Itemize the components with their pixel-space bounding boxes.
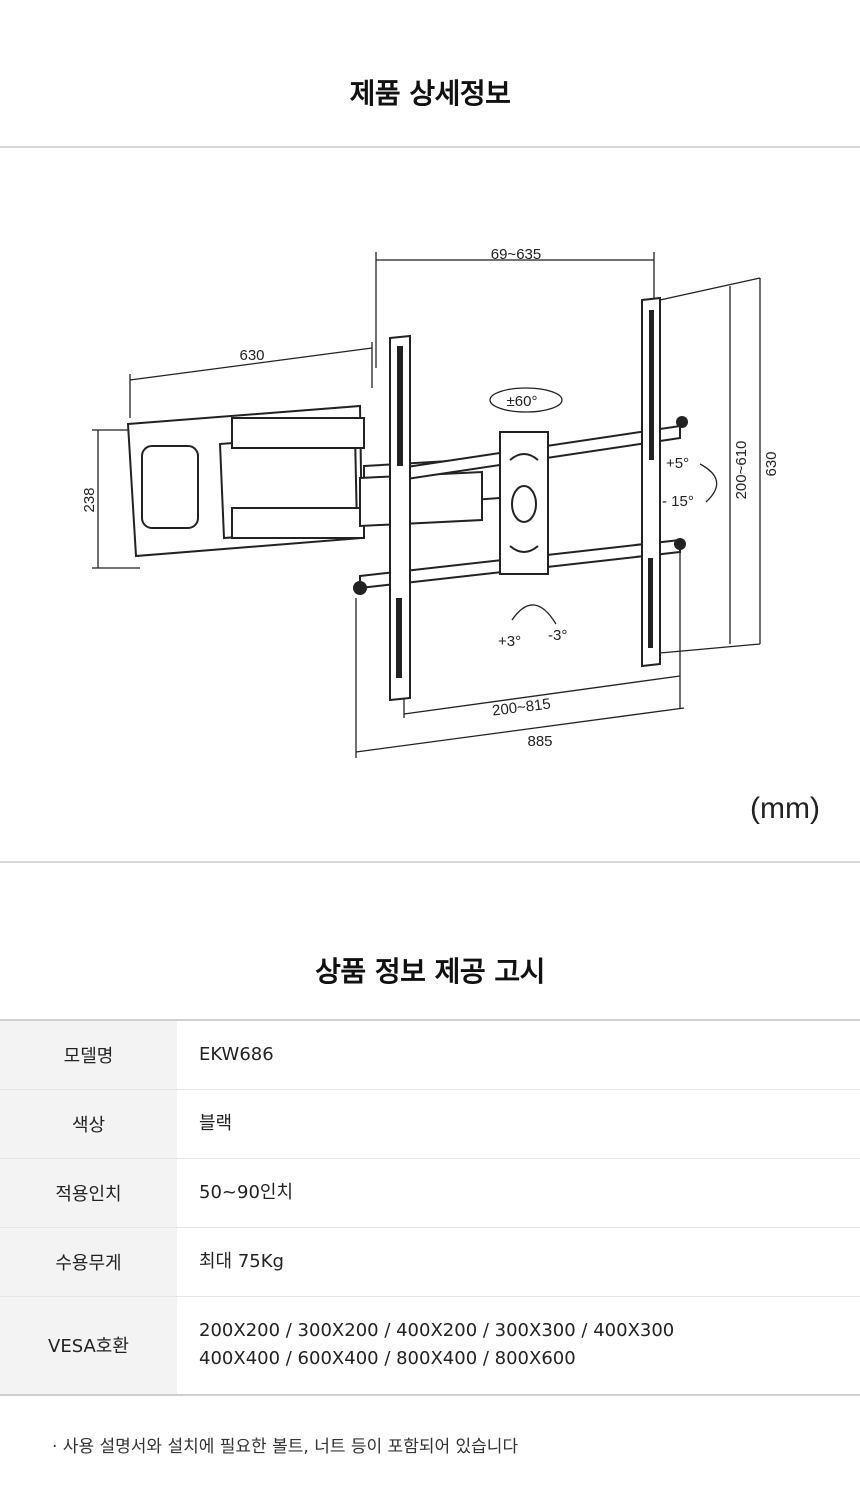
level-minus-angle: -3° [548,627,567,644]
tilt-up-angle: +5° [666,455,689,472]
unit-label: (mm) [750,792,820,825]
dim-arm-extension: 69~635 [491,246,541,263]
table-row: 적용인치 50~90인치 [0,1158,860,1227]
row-label: 색상 [0,1089,177,1158]
row-value: 200X200 / 300X200 / 400X200 / 300X300 / … [177,1296,860,1395]
row-value: 블랙 [199,1112,233,1134]
dim-total-width: 885 [527,733,552,750]
divider [0,861,860,863]
table-row: 색상 블랙 [0,1089,860,1158]
row-value: EKW686 [199,1043,274,1065]
vesa-line-1: 200X200 / 300X200 / 400X200 / 300X300 / … [199,1320,675,1342]
level-plus-angle: +3° [498,633,521,650]
row-label: 적용인치 [0,1158,177,1227]
row-label: VESA호환 [0,1296,177,1395]
dim-total-height: 630 [763,451,780,476]
dim-vertical-range: 200~610 [733,441,750,500]
notice-title: 상품 정보 제공 고시 [315,955,545,988]
dim-horizontal-range: 200~815 [491,696,551,720]
table-row: VESA호환 200X200 / 300X200 / 400X200 / 300… [0,1296,860,1395]
tilt-down-angle: - 15° [662,493,694,510]
footnote: · 사용 설명서와 설치에 필요한 볼트, 너트 등이 포함되어 있습니다 [52,1437,519,1457]
table-row: 수용무게 최대 75Kg [0,1227,860,1296]
row-label: 모델명 [0,1020,177,1089]
swivel-angle: ±60° [507,393,538,410]
spec-table: 모델명 EKW686 색상 블랙 적용인치 50~90인치 수용무게 최대 75… [0,1019,860,1396]
vesa-line-2: 400X400 / 600X400 / 800X400 / 800X600 [199,1348,576,1370]
product-dimension-diagram: 69~635 630 238 200~610 630 200~815 885 ±… [0,148,860,862]
divider [0,146,860,148]
page-title: 제품 상세정보 [349,77,511,110]
row-value: 최대 75Kg [199,1250,284,1272]
wall-mount-drawing: 69~635 630 238 200~610 630 200~815 885 ±… [81,246,780,758]
dim-plate-width: 630 [239,347,264,364]
table-row: 모델명 EKW686 [0,1020,860,1089]
row-value: 50~90인치 [199,1181,294,1203]
dim-plate-height: 238 [81,487,98,512]
row-label: 수용무게 [0,1227,177,1296]
header: 제품 상세정보 [0,0,860,146]
